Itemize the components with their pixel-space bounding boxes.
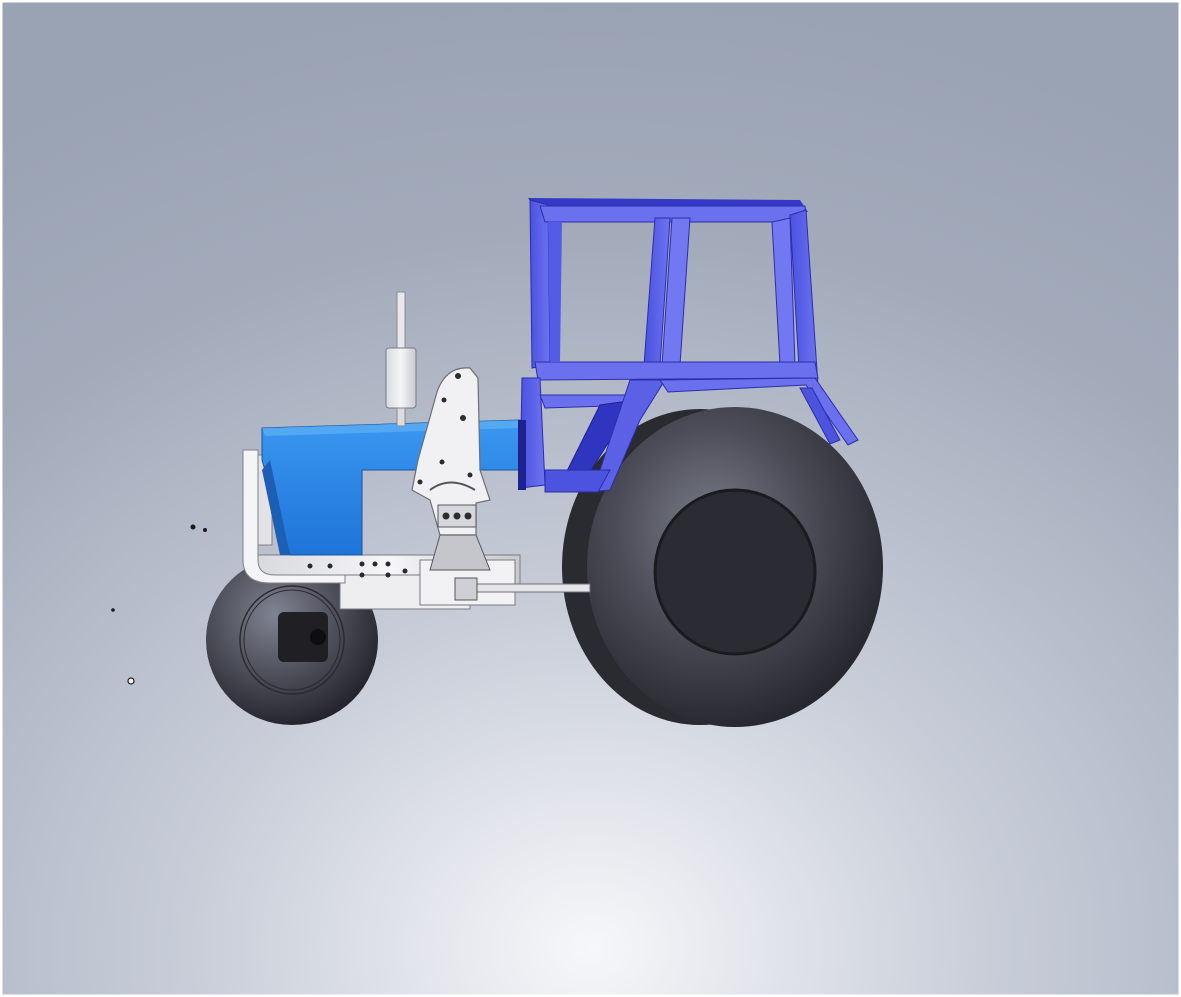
cab-frame[interactable] bbox=[518, 198, 859, 493]
rear-wheel-hub bbox=[655, 490, 815, 654]
rear-tire[interactable] bbox=[562, 407, 883, 727]
stray-sketch-points bbox=[111, 524, 207, 685]
exhaust-muffler[interactable] bbox=[385, 291, 417, 427]
steering-bracket[interactable] bbox=[411, 367, 491, 571]
front-tire[interactable] bbox=[206, 555, 378, 725]
front-wheel-hub bbox=[278, 612, 328, 662]
